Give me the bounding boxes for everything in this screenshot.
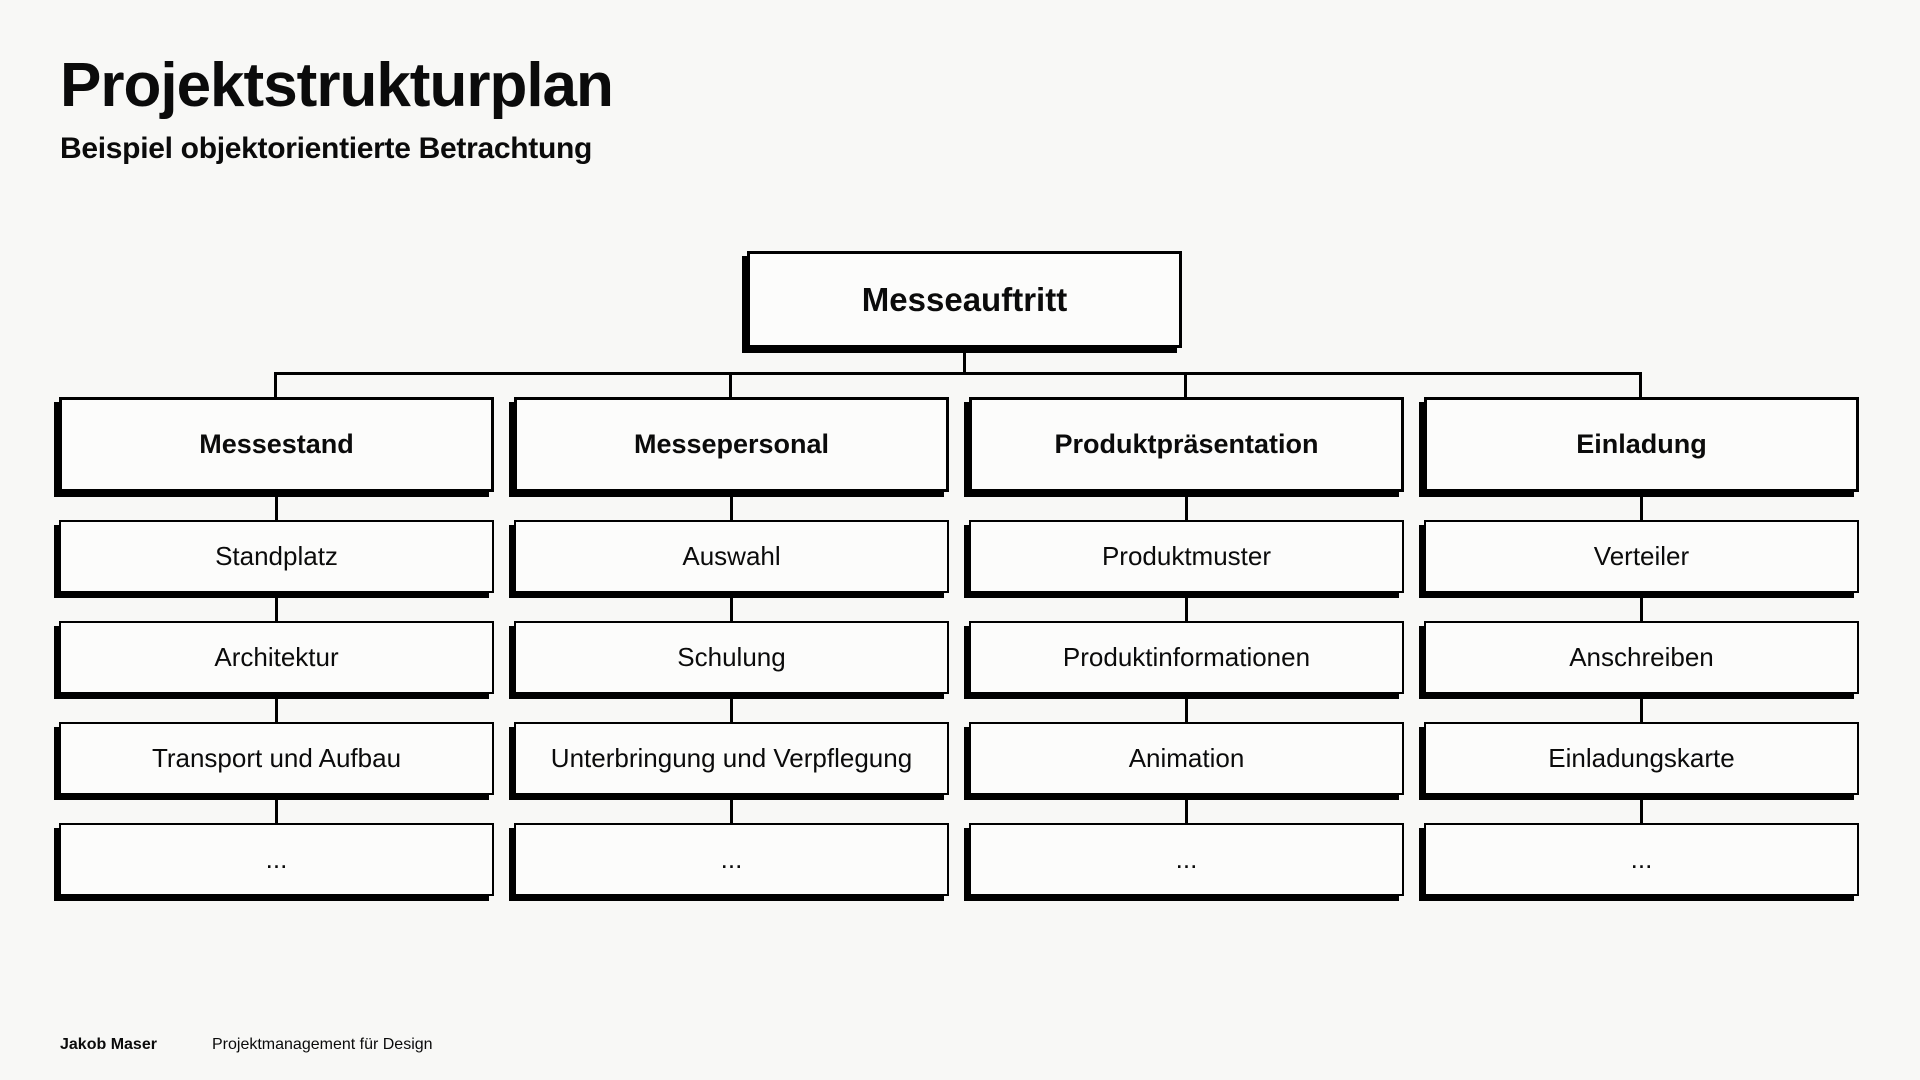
item-node-ellipsis: ... xyxy=(514,794,949,896)
item-node-ellipsis: ... xyxy=(59,794,494,896)
item-node-label: Verteiler xyxy=(1593,541,1690,571)
header-node-label: Produktpräsentation xyxy=(1054,429,1319,459)
header-node-label: Einladung xyxy=(1576,429,1707,459)
header-node: Produktpräsentation xyxy=(969,397,1404,492)
header-node: Messepersonal xyxy=(514,397,949,492)
item-node: Animation xyxy=(969,693,1404,795)
column-einladung: Einladung Verteiler Anschreiben Einladun… xyxy=(1424,397,1859,896)
connector-column4-stub xyxy=(1639,372,1642,399)
item-node: Standplatz xyxy=(59,491,494,593)
column-messestand: Messestand Standplatz Architektur Transp… xyxy=(59,397,494,896)
item-node-label: Architektur xyxy=(214,642,339,672)
item-node: Einladungskarte xyxy=(1424,693,1859,795)
page-title: Projektstrukturplan xyxy=(60,51,614,120)
item-node: Verteiler xyxy=(1424,491,1859,593)
connector-column2-stub xyxy=(729,372,732,399)
item-node: Produktinformationen xyxy=(969,592,1404,694)
item-node: Transport und Aufbau xyxy=(59,693,494,795)
item-node-label: ... xyxy=(1175,844,1198,874)
connector-distributor-line xyxy=(274,372,1642,375)
connector-column1-stub xyxy=(274,372,277,399)
item-node: Schulung xyxy=(514,592,949,694)
item-node: Auswahl xyxy=(514,491,949,593)
item-node: Produktmuster xyxy=(969,491,1404,593)
item-node-label: ... xyxy=(265,844,288,874)
connector-root-stub xyxy=(963,348,966,374)
header-node: Messestand xyxy=(59,397,494,492)
header-node: Einladung xyxy=(1424,397,1859,492)
item-node: Anschreiben xyxy=(1424,592,1859,694)
footer-author: Jakob Maser xyxy=(60,1036,157,1053)
root-node-label: Messeauftritt xyxy=(861,280,1068,318)
item-node: Unterbringung und Verpflegung xyxy=(514,693,949,795)
item-node: Architektur xyxy=(59,592,494,694)
item-node-label: Produktinformationen xyxy=(1062,642,1311,672)
item-node-label: Auswahl xyxy=(682,541,781,571)
item-node-label: ... xyxy=(720,844,743,874)
item-node-label: Anschreiben xyxy=(1569,642,1714,672)
item-node-ellipsis: ... xyxy=(969,794,1404,896)
header-node-label: Messepersonal xyxy=(633,429,830,459)
item-node-label: Einladungskarte xyxy=(1548,743,1735,773)
root-node-messeauftritt: Messeauftritt xyxy=(747,251,1182,348)
connector-column3-stub xyxy=(1184,372,1187,399)
item-node-label: Animation xyxy=(1128,743,1245,773)
header-node-label: Messestand xyxy=(199,429,354,459)
column-messepersonal: Messepersonal Auswahl Schulung Unterbrin… xyxy=(514,397,949,896)
column-produktpraesentation: Produktpräsentation Produktmuster Produk… xyxy=(969,397,1404,896)
item-node-label: Transport und Aufbau xyxy=(151,743,402,773)
footer-project-name: Projektmanagement für Design xyxy=(212,1036,433,1053)
item-node-label: Schulung xyxy=(677,642,786,672)
item-node-ellipsis: ... xyxy=(1424,794,1859,896)
item-node-label: ... xyxy=(1630,844,1653,874)
item-node-label: Standplatz xyxy=(215,541,338,571)
page-subtitle: Beispiel objektorientierte Betrachtung xyxy=(60,132,593,165)
item-node-label: Unterbringung und Verpflegung xyxy=(550,743,913,773)
item-node-label: Produktmuster xyxy=(1101,541,1272,571)
